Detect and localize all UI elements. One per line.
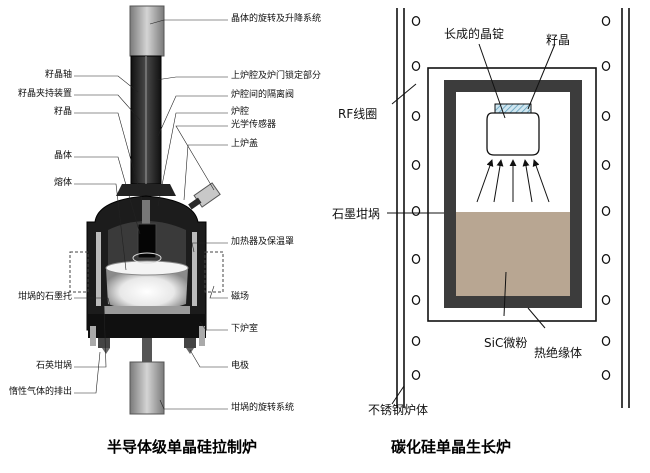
sic-furnace-illustration <box>396 8 630 408</box>
caption-si-furnace: 半导体级单晶硅拉制炉 <box>107 438 258 456</box>
caption-sic-furnace: 碳化硅单晶生长炉 <box>391 438 512 456</box>
label-magnetic-field: 磁场 <box>231 292 250 302</box>
label-chamber: 炉腔 <box>231 107 250 117</box>
label-isolation-valve: 炉腔间的隔离阀 <box>231 90 295 100</box>
si-leader-lines <box>74 19 228 410</box>
label-inert-gas-exhaust: 惰性气体的排出 <box>8 387 72 397</box>
label-rf-coil: RF线圈 <box>338 107 378 121</box>
si-furnace-illustration <box>69 5 224 415</box>
label-grown-ingot: 长成的晶锭 <box>444 27 505 41</box>
label-electrode: 电极 <box>231 361 250 371</box>
label-lower-chamber: 下炉室 <box>231 324 259 334</box>
label-graphite-crucible: 石墨坩埚 <box>332 207 381 221</box>
label-quartz-crucible: 石英坩埚 <box>35 361 72 371</box>
label-seed-right: 籽晶 <box>546 33 571 47</box>
label-seed-shaft: 籽晶轴 <box>44 70 72 80</box>
label-crystal-rotation-lift: 晶体的旋转及升降系统 <box>231 14 322 24</box>
label-optical-sensor: 光学传感器 <box>231 120 277 130</box>
label-seed-holder: 籽晶夹持装置 <box>17 89 72 99</box>
sic-leader-lines <box>387 43 556 405</box>
label-steel-body: 不锈钢炉体 <box>368 403 429 417</box>
label-sic-powder: SiC微粉 <box>484 336 528 350</box>
label-crystal: 晶体 <box>53 151 72 161</box>
label-upper-chamber-lock: 上炉腔及炉门锁定部分 <box>231 71 322 81</box>
label-heater-insulation: 加热器及保温罩 <box>231 237 295 247</box>
label-melt: 熔体 <box>53 178 72 188</box>
label-seed-left: 籽晶 <box>53 107 72 117</box>
label-crucible-rotation: 坩埚的旋转系统 <box>231 403 295 413</box>
label-graphite-holder: 坩埚的石墨托 <box>17 292 72 302</box>
label-upper-lid: 上炉盖 <box>231 139 259 149</box>
label-insulation: 热绝缘体 <box>534 346 583 360</box>
